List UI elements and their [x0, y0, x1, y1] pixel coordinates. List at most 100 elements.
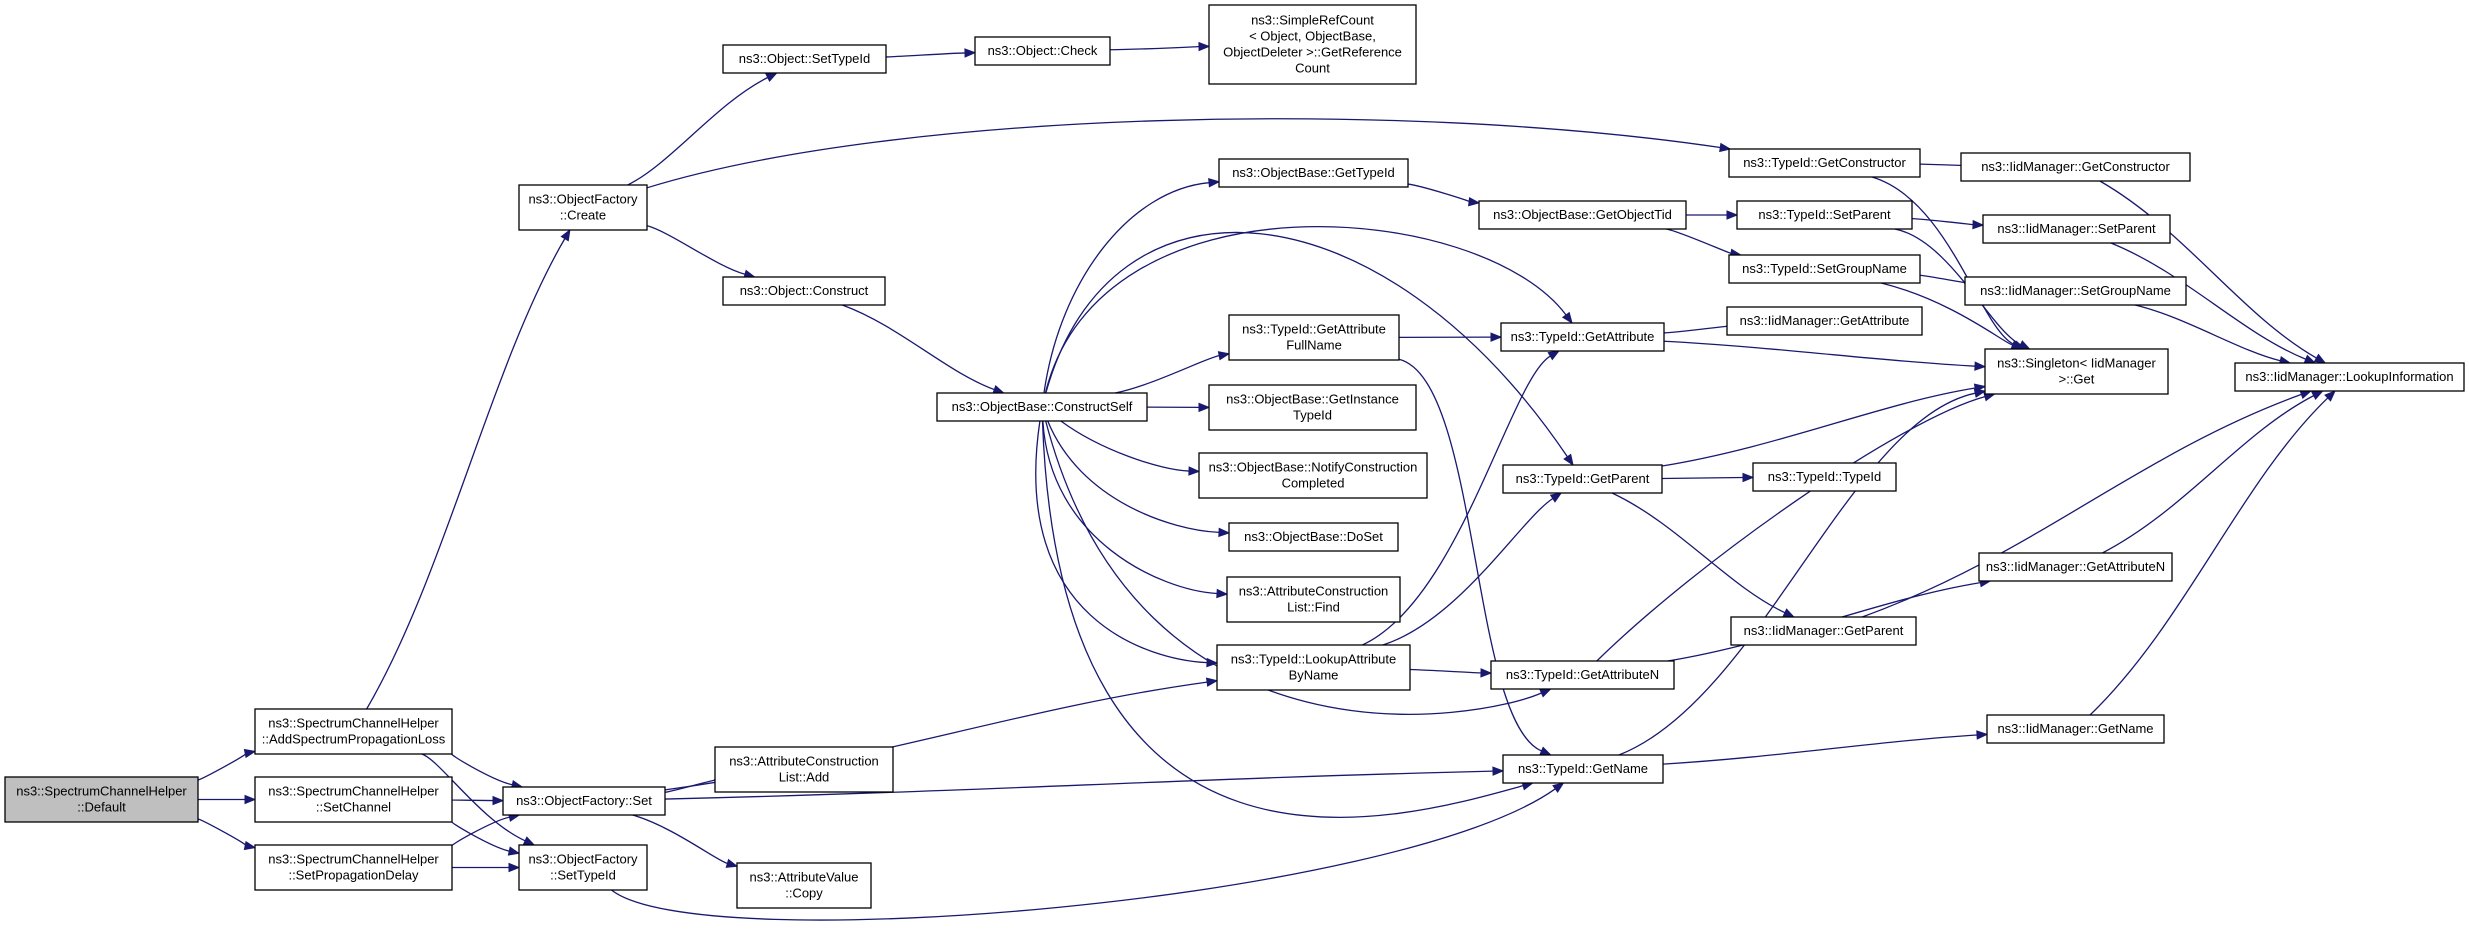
node-obGetTypeId[interactable]: ns3::ObjectBase::GetTypeId	[1218, 158, 1409, 188]
node-objSetTypeId[interactable]: ns3::Object::SetTypeId	[722, 44, 887, 74]
node-box[interactable]	[1728, 148, 1921, 178]
node-create[interactable]: ns3::ObjectFactory::Create	[518, 184, 648, 231]
node-box[interactable]	[722, 44, 887, 74]
node-box[interactable]	[518, 844, 648, 891]
node-box[interactable]	[936, 392, 1148, 422]
node-box[interactable]	[1208, 384, 1417, 431]
arrowhead-imGetParent-to-imLookupInfo	[2299, 390, 2313, 400]
edge-tidGetParent-to-tidTypeId	[1661, 476, 1744, 480]
arrowhead-objCheck-to-simpleRef	[1198, 41, 1211, 52]
node-tidSetGroupName[interactable]: ns3::TypeId::SetGroupName	[1728, 254, 1921, 284]
node-label: ns3::ObjectFactory::Set	[516, 793, 652, 808]
node-box[interactable]	[1752, 462, 1897, 492]
edge-tidGetParent-to-imGetParent	[1611, 492, 1786, 614]
node-setDelay[interactable]: ns3::SpectrumChannelHelper::SetPropagati…	[254, 844, 453, 891]
node-box[interactable]	[1726, 306, 1923, 336]
node-box[interactable]	[714, 746, 894, 793]
node-box[interactable]	[1986, 714, 2165, 744]
arrowhead-tidGetName-to-singletonGet	[1973, 388, 1987, 398]
node-imSetParent[interactable]: ns3::IidManager::SetParent	[1982, 214, 2171, 244]
edge-tidGetConstructor-to-singletonGet	[1871, 176, 2016, 346]
node-box[interactable]	[1730, 616, 1917, 646]
edge-constructSelf-to-acListFind	[1042, 420, 1218, 595]
node-box[interactable]	[1490, 660, 1675, 690]
node-box[interactable]	[736, 862, 872, 909]
node-tidSetParent[interactable]: ns3::TypeId::SetParent	[1736, 200, 1913, 230]
node-box[interactable]	[1502, 754, 1664, 784]
node-box[interactable]	[518, 184, 648, 231]
node-label: >::Get	[2059, 372, 2095, 387]
edge-create-to-tidGetConstructor	[646, 118, 1721, 189]
node-box[interactable]	[722, 276, 886, 306]
node-box[interactable]	[974, 36, 1111, 66]
node-box[interactable]	[1208, 4, 1417, 85]
node-label: ns3::IidManager::GetName	[1997, 721, 2153, 736]
node-tidGetConstructor[interactable]: ns3::TypeId::GetConstructor	[1728, 148, 1921, 178]
node-label: ns3::IidManager::GetConstructor	[1981, 159, 2170, 174]
node-obGetObjectTid[interactable]: ns3::ObjectBase::GetObjectTid	[1478, 200, 1687, 230]
node-imGetConstructor[interactable]: ns3::IidManager::GetConstructor	[1960, 152, 2191, 182]
node-box[interactable]	[1978, 552, 2173, 582]
node-box[interactable]	[1728, 254, 1921, 284]
edge-constructSelf-to-obDoSet	[1047, 420, 1220, 534]
node-box[interactable]	[1228, 522, 1399, 552]
arrowhead-default-to-setDelay	[243, 840, 257, 851]
node-box[interactable]	[1984, 348, 2169, 395]
node-imGetParent[interactable]: ns3::IidManager::GetParent	[1730, 616, 1917, 646]
arrowhead-constructSelf-to-acListFind	[1216, 588, 1229, 599]
node-box[interactable]	[1226, 576, 1401, 623]
node-imGetName[interactable]: ns3::IidManager::GetName	[1986, 714, 2165, 744]
node-tidTypeId[interactable]: ns3::TypeId::TypeId	[1752, 462, 1897, 492]
node-box[interactable]	[4, 776, 199, 823]
node-tidGetAttribute[interactable]: ns3::TypeId::GetAttribute	[1500, 322, 1665, 352]
node-box[interactable]	[1478, 200, 1687, 230]
node-tidGetParent[interactable]: ns3::TypeId::GetParent	[1502, 464, 1663, 494]
node-box[interactable]	[1198, 452, 1428, 499]
node-singletonGet[interactable]: ns3::Singleton< IidManager>::Get	[1984, 348, 2169, 395]
edge-ofSet-to-tidGetName	[664, 770, 1494, 800]
node-box[interactable]	[1982, 214, 2171, 244]
node-box[interactable]	[1736, 200, 1913, 230]
node-box[interactable]	[254, 844, 453, 891]
node-imLookupInfo[interactable]: ns3::IidManager::LookupInformation	[2234, 362, 2465, 392]
node-box[interactable]	[1228, 314, 1400, 361]
node-ofSet[interactable]: ns3::ObjectFactory::Set	[502, 786, 666, 816]
node-box[interactable]	[1960, 152, 2191, 182]
node-default[interactable]: ns3::SpectrumChannelHelper::Default	[4, 776, 199, 823]
node-obDoSet[interactable]: ns3::ObjectBase::DoSet	[1228, 522, 1399, 552]
node-imSetGroupName[interactable]: ns3::IidManager::SetGroupName	[1964, 276, 2187, 306]
node-objConstruct[interactable]: ns3::Object::Construct	[722, 276, 886, 306]
node-imGetAttributeN[interactable]: ns3::IidManager::GetAttributeN	[1978, 552, 2173, 582]
node-simpleRef[interactable]: ns3::SimpleRefCount< Object, ObjectBase,…	[1208, 4, 1417, 85]
node-box[interactable]	[1500, 322, 1665, 352]
edge-tidGetParent-to-singletonGet	[1661, 387, 1976, 467]
node-ofSetTypeId[interactable]: ns3::ObjectFactory::SetTypeId	[518, 844, 648, 891]
node-box[interactable]	[1502, 464, 1663, 494]
node-objCheck[interactable]: ns3::Object::Check	[974, 36, 1111, 66]
node-tidGetAttributeN[interactable]: ns3::TypeId::GetAttributeN	[1490, 660, 1675, 690]
node-box[interactable]	[1216, 644, 1411, 691]
node-box[interactable]	[254, 776, 453, 823]
node-box[interactable]	[1964, 276, 2187, 306]
node-obNotify[interactable]: ns3::ObjectBase::NotifyConstructionCompl…	[1198, 452, 1428, 499]
node-box[interactable]	[254, 708, 453, 755]
node-tidGetName[interactable]: ns3::TypeId::GetName	[1502, 754, 1664, 784]
node-label: Completed	[1282, 476, 1345, 491]
node-label: ns3::IidManager::GetAttribute	[1740, 313, 1910, 328]
arrowhead-constructSelf-to-tidGetAttrFull	[1217, 351, 1231, 361]
node-label: Count	[1295, 61, 1330, 76]
node-box[interactable]	[1218, 158, 1409, 188]
node-imGetAttribute[interactable]: ns3::IidManager::GetAttribute	[1726, 306, 1923, 336]
node-box[interactable]	[2234, 362, 2465, 392]
node-setChannel[interactable]: ns3::SpectrumChannelHelper::SetChannel	[254, 776, 453, 823]
node-avCopy[interactable]: ns3::AttributeValue::Copy	[736, 862, 872, 909]
node-addLoss[interactable]: ns3::SpectrumChannelHelper::AddSpectrumP…	[254, 708, 453, 755]
arrowhead-constructSelf-to-tidGetParent	[1563, 453, 1574, 467]
node-box[interactable]	[502, 786, 666, 816]
node-constructSelf[interactable]: ns3::ObjectBase::ConstructSelf	[936, 392, 1148, 422]
